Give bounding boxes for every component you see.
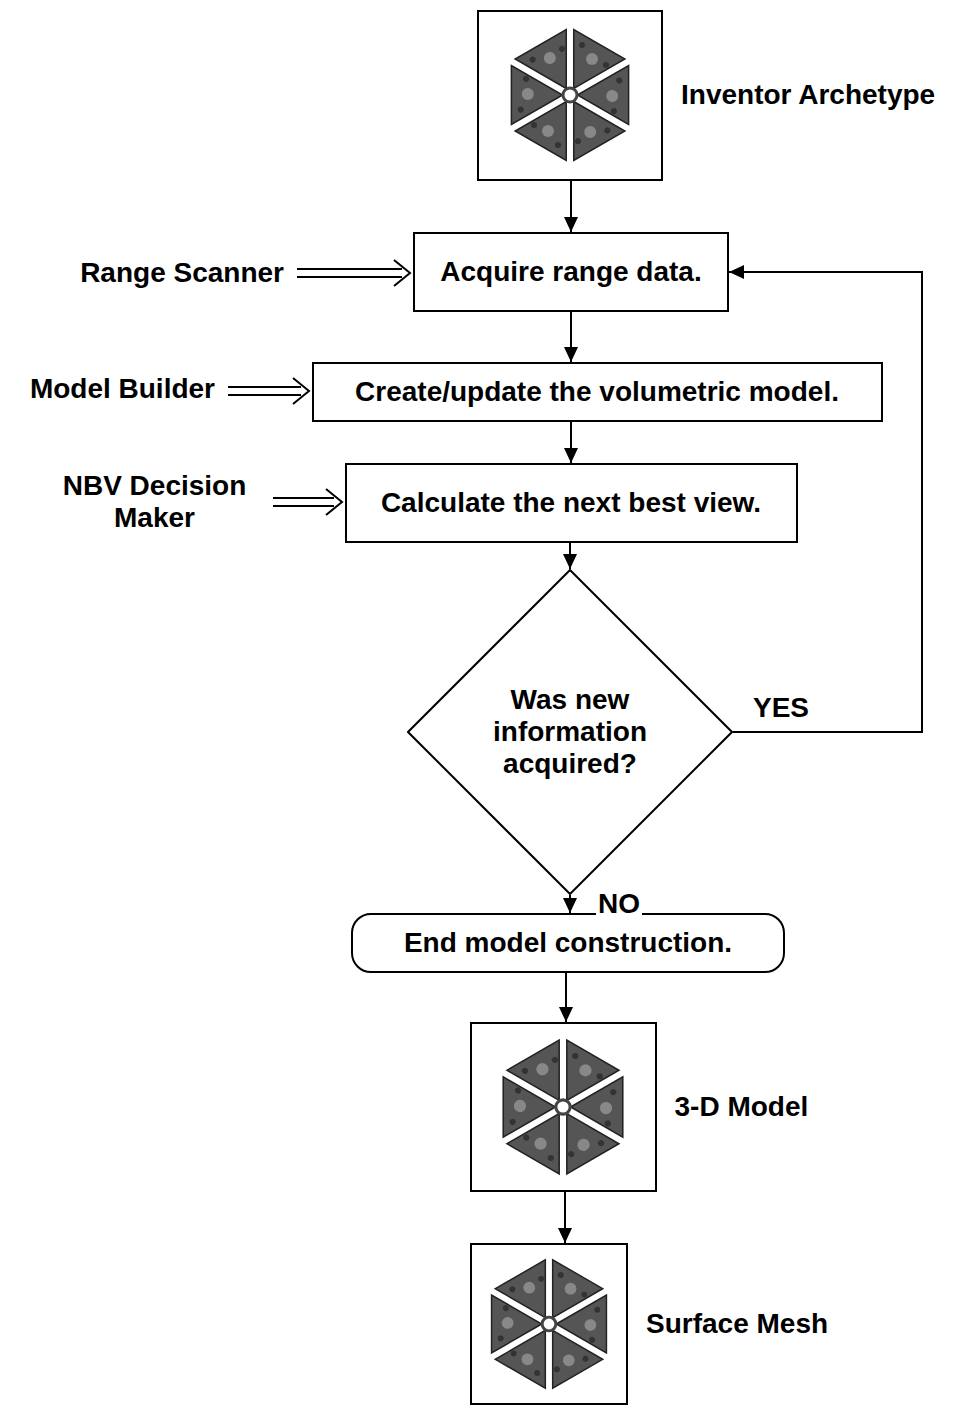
connector	[564, 181, 578, 233]
arrow-head	[564, 217, 578, 232]
image-label: 3-D Model	[675, 1091, 809, 1123]
arrow-head	[564, 347, 578, 362]
edge-label: YES	[751, 692, 811, 724]
arrow-head	[559, 1007, 573, 1022]
diamond-shape	[408, 570, 732, 894]
double-arrow	[273, 489, 342, 515]
label-group: Surface Mesh	[646, 1308, 828, 1340]
connector	[564, 422, 578, 463]
connector	[563, 543, 577, 569]
arrow-head	[563, 898, 577, 913]
component-label: NBV Decision Maker	[47, 470, 262, 534]
decision-diamond: Was new information acquired?	[407, 569, 733, 895]
mesh-illustration	[467, 1245, 632, 1402]
process-box: Create/update the volumetric model.	[312, 362, 883, 422]
connector	[559, 973, 573, 1022]
edge-label: NO	[596, 888, 642, 920]
box-text: Calculate the next best view.	[381, 487, 761, 519]
double-arrow	[228, 378, 309, 404]
connector	[558, 1192, 572, 1243]
label-group: 3-D Model	[675, 1091, 809, 1123]
box-text: Create/update the volumetric model.	[355, 376, 839, 408]
decision-text: Was new information acquired?	[475, 684, 665, 781]
image-box: Surface Mesh	[470, 1243, 628, 1405]
model-illustration	[477, 1025, 649, 1189]
label-group: Inventor Archetype	[681, 79, 935, 111]
double-arrow	[297, 260, 410, 286]
connector	[564, 312, 578, 362]
image-box: 3-D Model	[470, 1022, 657, 1192]
decision-text-group: Was new information acquired?	[475, 684, 665, 781]
connector	[563, 895, 577, 913]
arrow-head	[563, 554, 577, 569]
component-label: Model Builder	[30, 373, 215, 405]
box-text: Acquire range data.	[440, 256, 701, 288]
terminal-box: End model construction.	[351, 913, 785, 973]
image-box: Inventor Archetype	[477, 10, 663, 181]
arrow-head	[729, 265, 744, 279]
image-label: Surface Mesh	[646, 1308, 828, 1340]
arrow-head	[558, 1228, 572, 1243]
arrow-head	[564, 448, 578, 463]
process-box: Acquire range data.	[413, 232, 729, 312]
process-box: Calculate the next best view.	[345, 463, 798, 543]
archetype-illustration	[486, 15, 654, 176]
box-text: End model construction.	[404, 927, 732, 959]
image-label: Inventor Archetype	[681, 79, 935, 111]
component-label: Range Scanner	[80, 257, 284, 289]
